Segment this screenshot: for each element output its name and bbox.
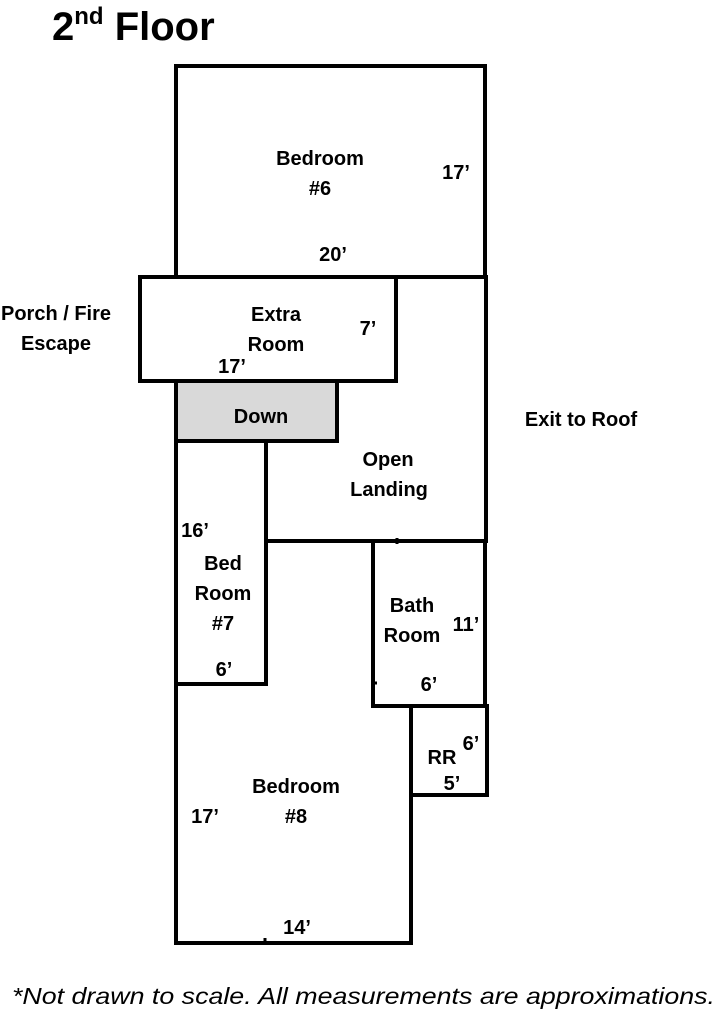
bedroom-8-outline <box>174 539 413 945</box>
extra-room-label: Extra <box>251 304 302 326</box>
bedroom-8-width: 14’ <box>283 917 311 939</box>
bathroom-width: 6’ <box>421 674 438 696</box>
bedroom-6-width: 20’ <box>319 244 347 266</box>
extra-room-width: 17’ <box>218 356 246 378</box>
stairs-label: Down <box>234 406 288 428</box>
bathroom-label: Bath <box>390 595 434 617</box>
bedroom-6-number: #6 <box>309 178 331 200</box>
page-title: 2nd Floor <box>52 3 215 49</box>
bedroom-8-label: Bedroom <box>252 776 340 798</box>
porch-label-2: Escape <box>21 333 91 355</box>
restroom-label: RR <box>428 747 457 769</box>
bathroom-depth: 11’ <box>453 614 480 636</box>
porch-label: Porch / Fire <box>1 303 111 325</box>
bedroom-8-depth: 17’ <box>191 806 219 828</box>
bedroom-8-number: #8 <box>285 806 307 828</box>
restroom-width: 5’ <box>444 773 461 795</box>
exit-to-roof-label: Exit to Roof <box>525 409 638 431</box>
bedroom-7-depth: 16’ <box>181 520 209 542</box>
extra-room-label-2: Room <box>248 334 305 356</box>
bedroom-7-width: 6’ <box>216 659 233 681</box>
bedroom-6-outline <box>174 64 487 279</box>
extra-room-depth: 7’ <box>360 318 377 340</box>
bathroom-outline <box>371 539 487 708</box>
bathroom-label-2: Room <box>384 625 441 647</box>
bedroom-7-label-2: Room <box>195 583 252 605</box>
open-landing-label: Open <box>362 449 413 471</box>
bedroom-7-label: Bed <box>204 553 242 575</box>
extra-room-outline <box>138 275 398 383</box>
open-landing-label-2: Landing <box>350 479 428 501</box>
bedroom-7-number: #7 <box>212 613 234 635</box>
restroom-outline <box>409 704 489 797</box>
bedroom-7-outline <box>174 439 268 686</box>
scale-disclaimer: *Not drawn to scale. All measurements ar… <box>12 983 715 1009</box>
bedroom-6-depth: 17’ <box>442 162 470 184</box>
restroom-depth: 6’ <box>463 733 480 755</box>
bedroom-6-label: Bedroom <box>276 148 364 170</box>
